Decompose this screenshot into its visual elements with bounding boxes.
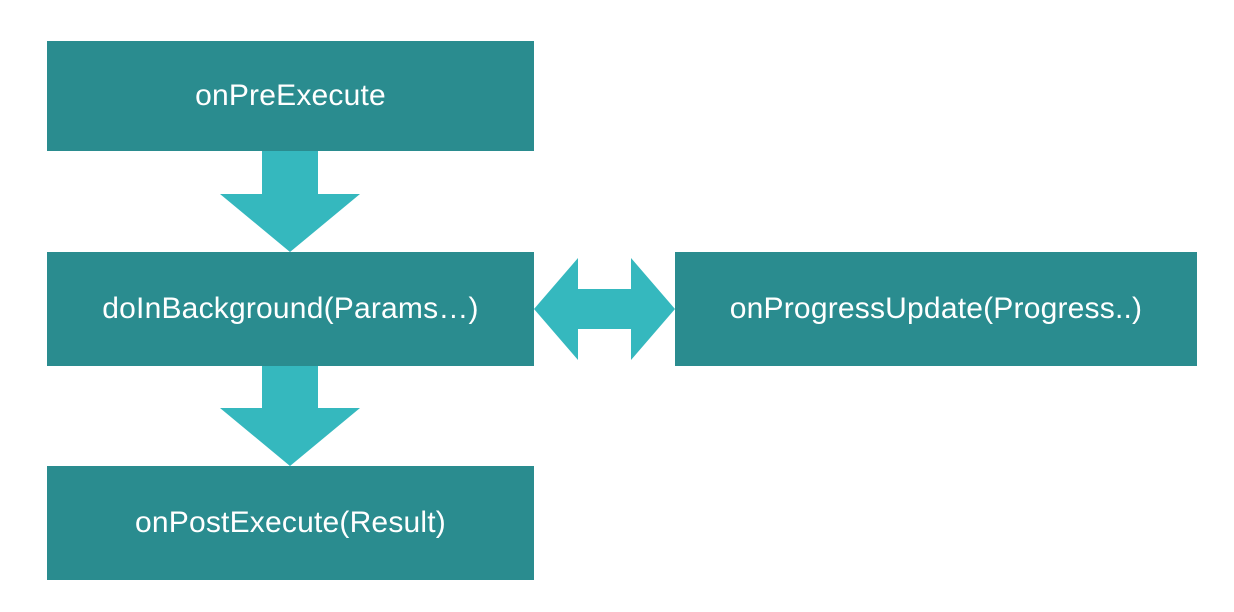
node-label: onPostExecute(Result) — [134, 506, 446, 539]
node-on-pre-execute: onPreExecute — [47, 41, 534, 151]
node-label: onPreExecute — [195, 79, 386, 112]
double-arrow-icon — [534, 258, 675, 360]
node-label: doInBackground(Params…) — [102, 292, 479, 325]
node-on-progress-update: onProgressUpdate(Progress..) — [675, 252, 1197, 366]
down-arrow-icon — [220, 151, 360, 252]
node-on-post-execute: onPostExecute(Result) — [47, 466, 534, 580]
down-arrow-icon — [220, 366, 360, 466]
node-do-in-background: doInBackground(Params…) — [47, 252, 534, 366]
node-label: onProgressUpdate(Progress..) — [729, 292, 1143, 325]
